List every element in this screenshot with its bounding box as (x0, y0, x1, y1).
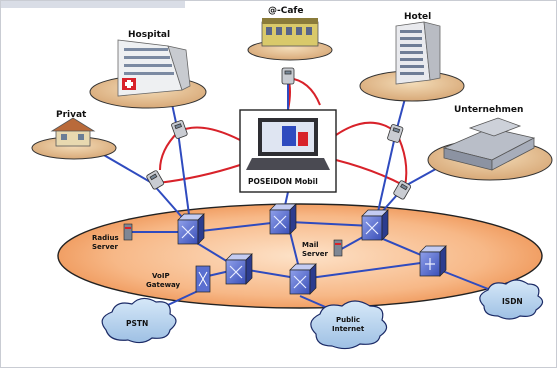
isdn-label: ISDN (502, 297, 523, 306)
access-devices (146, 67, 412, 200)
switch-icon (177, 213, 205, 245)
modem-icon (393, 180, 412, 200)
unternehmen-building-icon (427, 117, 553, 181)
header-tab-strip (0, 0, 185, 8)
radius-server-label-line2: Server (92, 243, 119, 251)
mail-server-icon (333, 239, 343, 257)
radius-server-icon (123, 223, 133, 241)
pstn-cloud (101, 297, 177, 344)
switch-icon (269, 203, 297, 235)
modem-icon (387, 124, 404, 143)
public-internet-cloud (310, 300, 388, 350)
mail-server-label-line1: Mail (302, 241, 319, 249)
public-internet-label-line1: Public (336, 316, 360, 324)
hospital-building-icon (89, 39, 207, 109)
switch-icon (361, 209, 389, 241)
hotel-label: Hotel (404, 12, 431, 22)
hotel-building-icon (359, 21, 465, 102)
pstn-label: PSTN (126, 319, 148, 328)
modem-icon (146, 170, 165, 190)
hospital-label: Hospital (128, 30, 170, 40)
modem-icon (171, 120, 188, 139)
router-icon (419, 245, 447, 277)
mesh-6 (247, 269, 297, 279)
radius-server-label-line1: Radius (92, 234, 119, 242)
voip-gateway-icon (195, 265, 211, 293)
ecafe-label: @-Cafe (268, 6, 303, 16)
switches (177, 203, 447, 295)
poseidon-label: POSEIDON Mobil (248, 177, 318, 186)
voip-gateway-label-line2: Gateway (146, 281, 181, 289)
modem-icon (281, 67, 295, 85)
blue-link-hotel-down (377, 131, 397, 213)
red-link-unternehmen (335, 159, 406, 187)
red-link-hotel (335, 121, 397, 136)
privat-label: Privat (56, 110, 87, 120)
unternehmen-label: Unternehmen (454, 105, 523, 115)
isdn-cloud (479, 279, 544, 320)
mesh-1 (191, 221, 281, 233)
switch-icon (225, 253, 253, 285)
ecafe-building-icon (247, 18, 333, 61)
voip-gateway-label-line1: VoIP (152, 272, 170, 280)
mail-server-label-line2: Server (302, 250, 329, 258)
privat-house-icon (31, 117, 117, 160)
mesh-7 (309, 261, 429, 279)
red-link-side-left (159, 131, 179, 171)
public-internet-label-line2: Internet (332, 325, 365, 333)
mesh-2 (289, 221, 373, 227)
poseidon-mobil-box (239, 109, 337, 193)
mesh-5 (375, 235, 429, 259)
blue-link-hospital-down (177, 131, 191, 223)
switch-icon (289, 263, 317, 295)
red-link-privat (157, 164, 241, 184)
